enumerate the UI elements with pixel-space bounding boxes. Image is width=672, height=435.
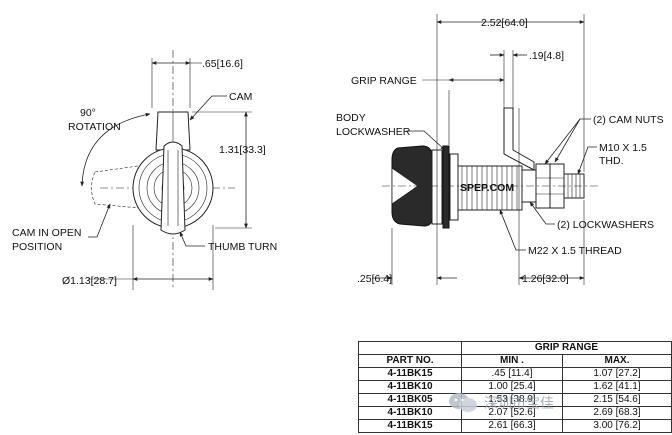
cell-max: 2.69 [68.3] [562,406,672,420]
table-corner-cell [358,341,462,355]
table-row: 4-11BK10 1.00 [25.4] 1.62 [41.1] [358,380,672,394]
label-cam-open-2: POSITION [12,241,62,253]
dim-126: 1.26[32.0] [522,273,569,285]
label-m10-1: M10 X 1.5 [599,142,647,154]
label-cam: CAM [229,91,252,103]
label-body-1: BODY [336,112,366,124]
label-m10-2: THD. [599,155,624,167]
dim-113: Ø1.13[28.7] [62,275,117,287]
label-lockwashers: (2) LOCKWASHERS [557,219,654,231]
threaded-body [457,165,523,211]
label-cam-nuts: (2) CAM NUTS [593,114,664,126]
cell-part: 4-11BK15 [358,419,462,433]
dim-065: .65[16.6] [202,58,243,70]
side-view: SPEP.COM 2.52[64.0] .19[4.8] GRIP RANG [336,14,664,285]
cell-max: 3.00 [76.2] [562,419,672,433]
dim-252: 2.52[64.0] [481,17,528,29]
cell-max: 1.62 [41.1] [562,380,672,394]
grip-range-table: GRIP RANGE PART NO. MIN . MAX. 4-11BK15 … [358,341,672,433]
col-part-header: PART NO. [358,354,462,368]
label-rotation-1: 90° [80,107,96,119]
dim-019: .19[4.8] [529,50,564,62]
table-row: 4-11BK15 .45 [11.4] 1.07 [27.2] [358,367,672,381]
label-thumb-turn: THUMB TURN [208,241,277,253]
label-grip-range: GRIP RANGE [351,75,417,87]
label-body-2: LOCKWASHER [336,126,411,138]
col-max-header: MAX. [562,354,672,368]
cell-min: 2.07 [52.6] [461,406,563,420]
table-row: 4-11BK05 1.53 [38.9] 2.15 [54.6] [358,393,672,407]
cell-part: 4-11BK05 [358,393,462,407]
table-row: 4-11BK15 2.61 [66.3] 3.00 [76.2] [358,419,672,433]
table-row: 4-11BK10 2.07 [52.6] 2.69 [68.3] [358,406,672,420]
front-view: .65[16.6] 1.31[33.3] Ø1.13[28.7] CAM 90°… [12,50,277,290]
cam-open-outline [91,165,141,209]
body-lockwasher-shape [442,145,450,229]
cell-min: 1.00 [25.4] [461,380,563,394]
cell-min: 2.61 [66.3] [461,419,563,433]
rotation-arc [80,112,151,187]
dim-131: 1.31[33.3] [219,144,266,156]
label-rotation-2: ROTATION [68,121,121,133]
cell-part: 4-11BK15 [358,367,462,381]
cell-part: 4-11BK10 [358,406,462,420]
brand-text: SPEP.COM [460,182,514,194]
label-m22: M22 X 1.5 THREAD [528,245,622,257]
thumb-turn-wing [160,141,186,235]
label-cam-open-1: CAM IN OPEN [12,227,81,239]
cell-max: 2.15 [54.6] [562,393,672,407]
col-min-header: MIN . [461,354,563,368]
cell-part: 4-11BK10 [358,380,462,394]
cell-min: .45 [11.4] [461,367,563,381]
table-group-header-row: GRIP RANGE [358,341,672,355]
cell-min: 1.53 [38.9] [461,393,563,407]
table-group-header: GRIP RANGE [461,341,672,355]
dim-025: .25[6.4] [357,273,392,285]
cell-max: 1.07 [27.2] [562,367,672,381]
table-header-row: PART NO. MIN . MAX. [358,354,672,368]
